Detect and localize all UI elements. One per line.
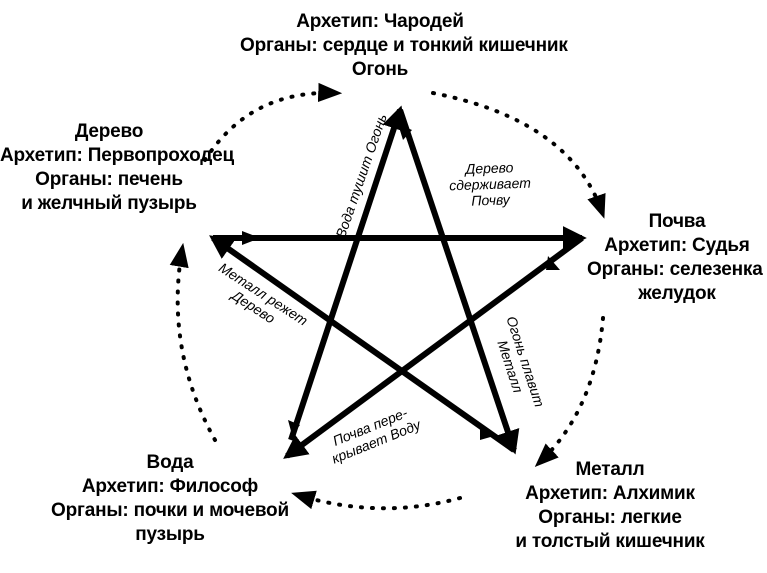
water-archetype: Архетип: Философ: [81, 476, 259, 497]
fire-archetype: Архетип: Чародей: [296, 11, 464, 32]
cycle-arrow-fire-to-earth: [431, 91, 606, 219]
wood-organs-1: Органы: печень: [35, 169, 183, 190]
earth-organs-1: Органы: селезенка и: [587, 259, 767, 280]
tail-mark-metal-wood: [480, 425, 494, 440]
star-arrow-fire-metal: [397, 109, 520, 455]
cycle-arrow-metal-to-water: [291, 490, 462, 511]
fire-name: Огонь: [351, 59, 409, 80]
wood-element-label: Дерево Архетип: Первопроходец Органы: пе…: [0, 120, 234, 216]
wood-organs-2: и желчный пузырь: [21, 193, 197, 214]
water-organs-1: Органы: почки и мочевой: [51, 500, 289, 521]
earth-archetype: Архетип: Судья: [604, 235, 750, 256]
relation-wood-earth-label: Дерево сдерживает Почву: [448, 159, 532, 209]
metal-organs-2: и толстый кишечник: [515, 531, 705, 552]
fire-organs: Органы: сердце и тонкий кишечник: [240, 35, 568, 56]
star-arrow-metal-wood: [209, 235, 516, 453]
metal-organs-1: Органы: легкие: [538, 507, 682, 528]
cycle-arrow-water-to-wood: [169, 242, 217, 442]
tail-mark-water-fire: [288, 420, 300, 435]
water-name: Вода: [146, 452, 194, 473]
tail-mark-earth-water: [546, 256, 560, 270]
earth-name: Почва: [648, 211, 706, 232]
star-arrow-earth-water: [283, 235, 584, 459]
metal-element-label: Металл Архетип: Алхимик Органы: легкие и…: [510, 458, 710, 554]
earth-organs-2: желудок: [638, 283, 716, 304]
cycle-arrow-wood-to-fire: [203, 82, 343, 162]
tail-mark-fire-metal: [398, 124, 412, 140]
metal-archetype: Архетип: Алхимик: [525, 483, 695, 504]
fire-element-label: Архетип: Чародей Органы: сердце и тонкий…: [240, 10, 568, 82]
wood-name: Дерево: [74, 121, 144, 142]
star-arrow-water-fire: [288, 105, 406, 441]
metal-name: Металл: [575, 459, 645, 480]
wood-archetype: Архетип: Первопроходец: [0, 145, 234, 166]
cycle-arrow-earth-to-metal: [534, 316, 605, 467]
water-element-label: Вода Архетип: Философ Органы: почки и мо…: [50, 451, 290, 547]
water-organs-2: пузырь: [135, 524, 205, 545]
tail-mark-wood-earth: [242, 231, 260, 245]
earth-element-label: Почва Архетип: Судья Органы: селезенка и…: [587, 210, 767, 306]
